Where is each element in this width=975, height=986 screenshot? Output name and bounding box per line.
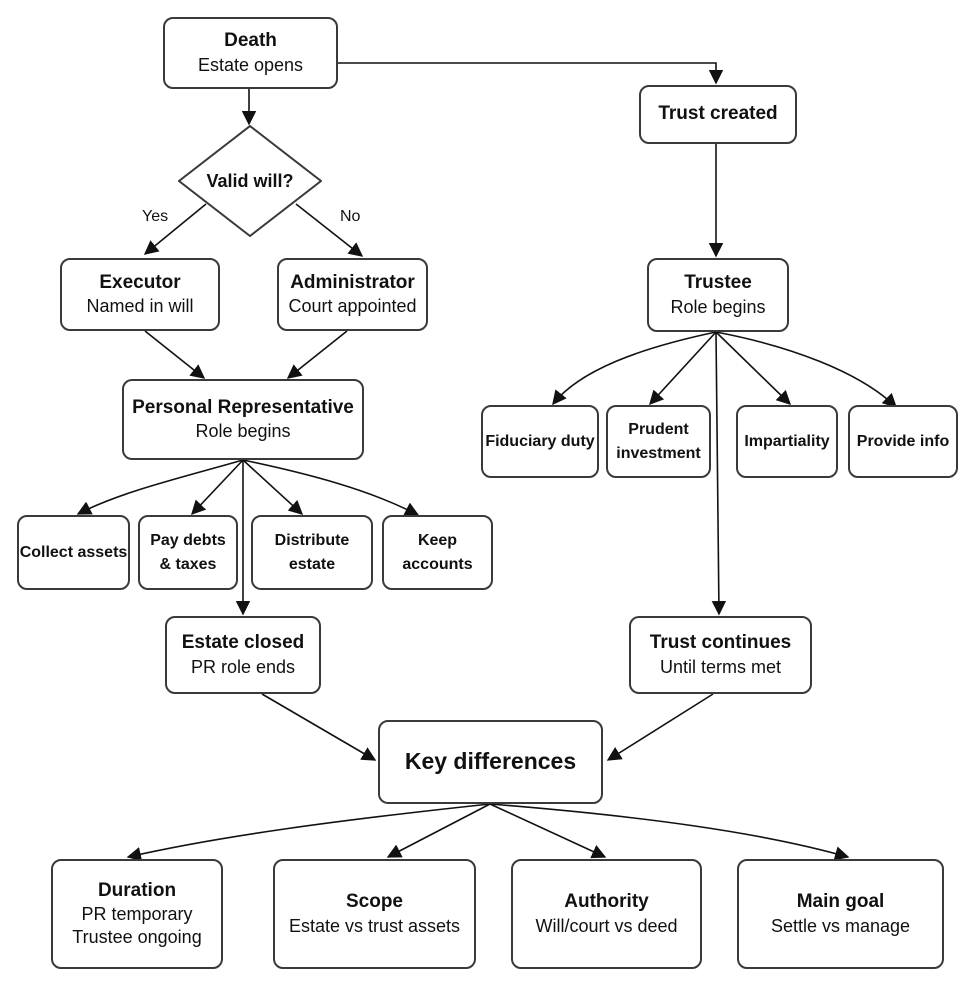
node-impartiality-title: Impartiality — [744, 432, 830, 450]
edge-death-to-trust-created — [338, 62, 724, 85]
edge-pr-to-keep-accounts — [242, 459, 420, 516]
node-pay-debts: Pay debts & taxes — [138, 515, 238, 590]
node-keep-accounts: Keep accounts — [382, 515, 493, 590]
node-provide-info: Provide info — [848, 405, 958, 478]
node-estate-closed: Estate closed PR role ends — [165, 616, 321, 694]
edge-pr-to-pay-debts — [191, 459, 244, 516]
node-trust-continues: Trust continues Until terms met — [629, 616, 812, 694]
node-trustee: Trustee Role begins — [647, 258, 789, 332]
node-keep-accounts-title: Keep accounts — [402, 531, 473, 573]
node-death: Death Estate opens — [163, 17, 338, 89]
node-scope-title: Scope — [345, 891, 404, 913]
node-death-subtitle: Estate opens — [197, 54, 304, 75]
node-estate-closed-subtitle: PR role ends — [190, 656, 296, 677]
edge-administrator-to-personal-rep — [286, 330, 348, 379]
node-prudent-investment-title: Prudent investment — [616, 420, 701, 462]
node-key-differences: Key differences — [378, 720, 603, 804]
decision-valid-will: Valid will? — [178, 125, 322, 237]
node-distribute-estate-title: Distribute estate — [274, 531, 350, 573]
node-authority-title: Authority — [564, 891, 649, 913]
node-trust-continues-subtitle: Until terms met — [659, 656, 782, 677]
node-duration: Duration PR temporary Trustee ongoing — [51, 859, 223, 969]
node-personal-representative: Personal Representative Role begins — [122, 379, 364, 460]
edge-key-diff-to-duration — [126, 803, 491, 862]
edge-label-yes: Yes — [142, 208, 169, 225]
edge-pr-to-distribute — [242, 459, 304, 515]
edge-valid-will-to-executor — [143, 203, 207, 255]
node-duration-title: Duration — [97, 879, 177, 901]
node-scope: Scope Estate vs trust assets — [273, 859, 476, 969]
node-duration-line2: Trustee ongoing — [72, 927, 202, 948]
node-executor-title: Executor — [99, 271, 181, 293]
edge-key-diff-to-main-goal — [489, 803, 850, 861]
node-pay-debts-title: Pay debts & taxes — [150, 531, 226, 573]
node-prudent-investment: Prudent investment — [606, 405, 711, 478]
node-distribute-estate: Distribute estate — [251, 515, 373, 590]
node-trustee-title: Trustee — [684, 272, 752, 294]
node-authority-subtitle: Will/court vs deed — [535, 915, 678, 936]
node-executor-subtitle: Named in will — [86, 296, 194, 317]
node-main-goal-subtitle: Settle vs manage — [770, 915, 911, 936]
edge-key-diff-to-scope — [386, 803, 491, 858]
edge-trustee-to-provide-info — [715, 331, 898, 409]
node-main-goal: Main goal Settle vs manage — [737, 859, 944, 969]
node-trust-created: Trust created — [639, 85, 797, 144]
edge-executor-to-personal-rep — [144, 330, 206, 379]
node-estate-closed-title: Estate closed — [181, 632, 305, 654]
edge-trustee-to-impartiality — [715, 331, 792, 406]
node-key-differences-title: Key differences — [404, 748, 577, 775]
node-provide-info-title: Provide info — [856, 432, 950, 450]
node-impartiality: Impartiality — [736, 405, 838, 478]
edge-label-no: No — [340, 208, 361, 225]
node-administrator-title: Administrator — [290, 271, 415, 293]
edge-trustee-to-fiduciary — [552, 331, 717, 406]
diamond-shape — [178, 125, 322, 237]
edge-valid-will-to-administrator — [295, 203, 364, 257]
node-administrator: Administrator Court appointed — [277, 258, 428, 331]
node-death-title: Death — [224, 30, 277, 52]
edge-trustee-to-trust-continues — [711, 331, 727, 616]
node-executor: Executor Named in will — [60, 258, 220, 331]
node-trustee-subtitle: Role begins — [670, 296, 766, 317]
edge-estate-closed-to-key-diff — [261, 693, 377, 761]
edge-trust-continues-to-key-diff — [606, 693, 714, 761]
node-trust-continues-title: Trust continues — [649, 632, 792, 654]
node-fiduciary-duty: Fiduciary duty — [481, 405, 599, 478]
node-main-goal-title: Main goal — [796, 891, 885, 913]
node-authority: Authority Will/court vs deed — [511, 859, 702, 969]
node-personal-representative-title: Personal Representative — [132, 396, 354, 418]
node-personal-representative-subtitle: Role begins — [195, 421, 291, 442]
node-duration-line1: PR temporary — [81, 904, 193, 925]
node-collect-assets-title: Collect assets — [19, 543, 128, 561]
node-fiduciary-duty-title: Fiduciary duty — [485, 432, 595, 450]
node-scope-subtitle: Estate vs trust assets — [288, 915, 461, 936]
edge-trustee-to-prudent — [649, 331, 717, 406]
edge-pr-to-collect — [76, 459, 244, 515]
node-trust-created-title: Trust created — [658, 103, 778, 125]
node-administrator-subtitle: Court appointed — [288, 296, 417, 317]
node-collect-assets: Collect assets — [17, 515, 130, 590]
edge-key-diff-to-authority — [489, 803, 607, 859]
decision-valid-will-label: Valid will? — [206, 170, 294, 191]
